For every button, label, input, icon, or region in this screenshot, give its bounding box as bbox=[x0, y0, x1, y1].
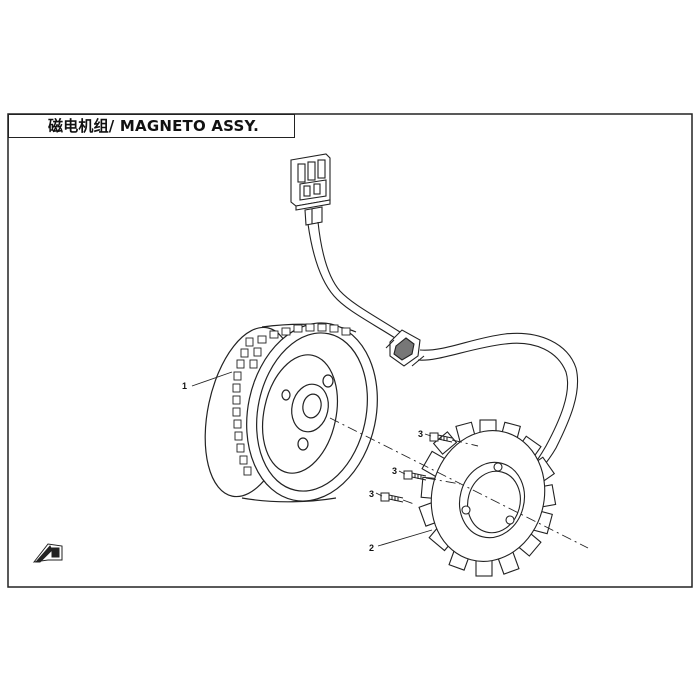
connector-plug bbox=[290, 153, 331, 226]
flywheel-rotor bbox=[204, 322, 378, 503]
drawing-border bbox=[7, 113, 693, 588]
leader-lines bbox=[191, 371, 433, 547]
callout-stator: 2 bbox=[369, 543, 374, 553]
callout-bolt-b: 3 bbox=[392, 466, 397, 476]
assembly-center-lines bbox=[329, 417, 589, 549]
wire-grommet bbox=[385, 329, 425, 367]
stator-coil bbox=[418, 419, 557, 577]
diagram-title: 磁电机组/ MAGNETO ASSY. bbox=[48, 117, 259, 135]
title-box bbox=[8, 114, 295, 138]
callout-bolt-c: 3 bbox=[369, 489, 374, 499]
wire-harness bbox=[307, 221, 579, 479]
front-direction-arrow-icon bbox=[32, 543, 63, 563]
rotor-trigger-teeth bbox=[232, 323, 351, 476]
bolt-b bbox=[403, 470, 427, 481]
callout-flywheel: 1 bbox=[182, 381, 187, 391]
callout-bolt-a: 3 bbox=[418, 429, 423, 439]
bolt-a bbox=[429, 432, 453, 443]
bolt-c bbox=[380, 492, 404, 503]
